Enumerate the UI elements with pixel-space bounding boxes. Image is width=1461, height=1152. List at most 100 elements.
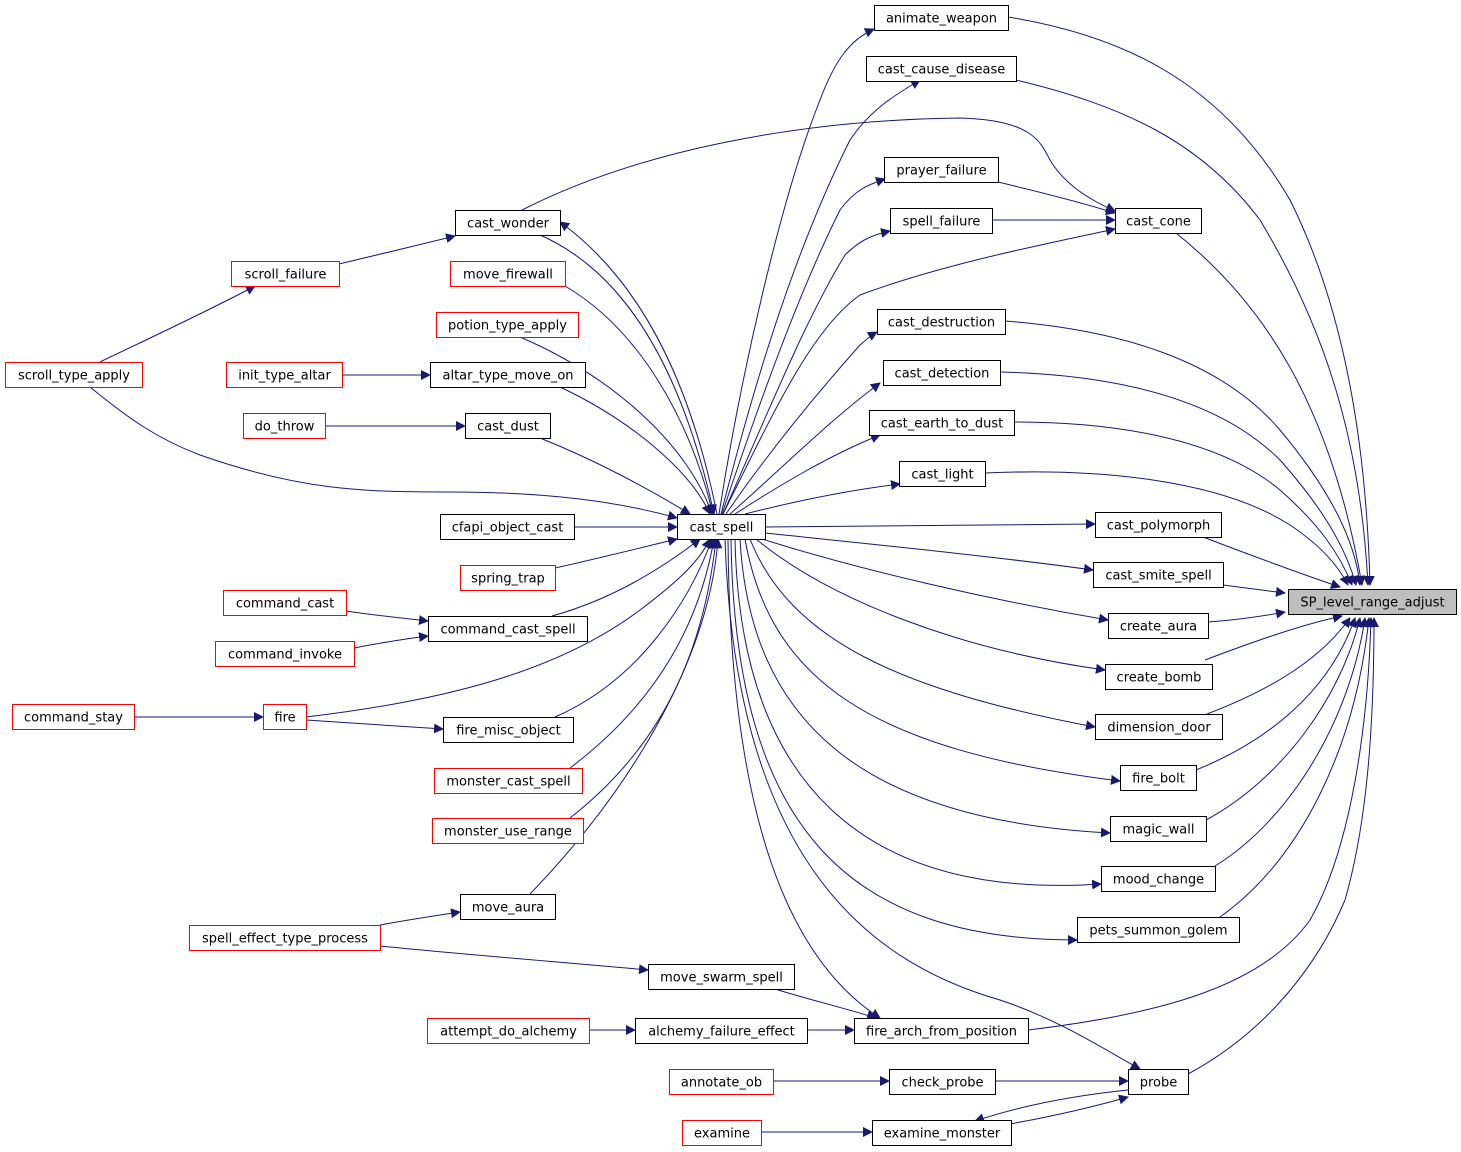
- node-cast-light[interactable]: cast_light: [899, 461, 986, 487]
- node-scroll-failure[interactable]: scroll_failure: [231, 261, 340, 287]
- edge-cast-cone-to-SP-level-range-adjust: [1175, 232, 1366, 586]
- node-dimension-door[interactable]: dimension_door: [1095, 714, 1223, 740]
- node-fire-misc-object[interactable]: fire_misc_object: [443, 717, 574, 743]
- node-move-swarm-spell[interactable]: move_swarm_spell: [648, 964, 795, 990]
- node-monster-cast-spell[interactable]: monster_cast_spell: [434, 768, 583, 794]
- node-probe[interactable]: probe: [1128, 1069, 1189, 1095]
- edge-cast-polymorph-to-SP-level-range-adjust: [1202, 536, 1341, 589]
- edge-scroll-type-apply-to-scroll-failure: [99, 285, 256, 363]
- node-sp-level-range-adjust: SP_level_range_adjust: [1288, 589, 1457, 615]
- node-monster-use-range[interactable]: monster_use_range: [432, 818, 584, 844]
- node-label: mood_change: [1113, 873, 1204, 888]
- edge-cast-spell-to-fire-arch-from-position: [727, 538, 881, 1019]
- node-label: check_probe: [901, 1076, 983, 1091]
- node-layer: SP_level_range_adjust animate_weapon cast_…: [5, 5, 1457, 1146]
- node-fire[interactable]: fire: [263, 704, 307, 730]
- node-label: command_invoke: [228, 648, 342, 663]
- node-spring-trap[interactable]: spring_trap: [460, 565, 556, 591]
- node-alchemy-failure-effect[interactable]: alchemy_failure_effect: [635, 1018, 808, 1044]
- node-box: [434, 768, 583, 794]
- edge-command-invoke-to-command-cast-spell: [353, 632, 429, 649]
- node-spell-effect-type-process[interactable]: spell_effect_type_process: [189, 925, 381, 951]
- node-box: [215, 641, 355, 667]
- edge-scroll-failure-to-cast-wonder: [338, 233, 456, 265]
- node-create-bomb[interactable]: create_bomb: [1105, 664, 1213, 690]
- node-spell-failure[interactable]: spell_failure: [890, 208, 993, 234]
- node-do-throw[interactable]: do_throw: [243, 413, 326, 439]
- edge-create-aura-to-SP-level-range-adjust: [1207, 608, 1286, 623]
- node-cast-spell[interactable]: cast_spell: [677, 514, 766, 540]
- node-create-aura[interactable]: create_aura: [1108, 613, 1209, 639]
- node-label: cast_smite_spell: [1105, 569, 1211, 584]
- node-label: prayer_failure: [896, 164, 986, 179]
- node-label: scroll_type_apply: [18, 369, 130, 384]
- node-fire-bolt[interactable]: fire_bolt: [1120, 765, 1197, 791]
- node-cast-polymorph[interactable]: cast_polymorph: [1095, 512, 1222, 538]
- node-label: command_stay: [24, 711, 123, 726]
- node-label: alchemy_failure_effect: [648, 1025, 795, 1040]
- node-cast-dust[interactable]: cast_dust: [465, 413, 551, 439]
- node-cast-smite-spell[interactable]: cast_smite_spell: [1093, 562, 1224, 588]
- node-box: [1120, 765, 1197, 791]
- node-box: [1115, 208, 1202, 234]
- node-box: [866, 56, 1017, 82]
- node-label: examine: [694, 1127, 750, 1142]
- node-check-probe[interactable]: check_probe: [889, 1069, 996, 1095]
- edge-cast-detection-to-SP-level-range-adjust: [999, 371, 1359, 586]
- node-command-stay[interactable]: command_stay: [12, 704, 135, 730]
- node-init-type-altar[interactable]: init_type_altar: [226, 362, 343, 388]
- node-magic-wall[interactable]: magic_wall: [1110, 816, 1207, 842]
- node-move-aura[interactable]: move_aura: [460, 894, 556, 920]
- node-label: cast_detection: [895, 367, 990, 382]
- edge-spell-effect-type-process-to-move-swarm-spell: [379, 945, 649, 975]
- edge-cast-spell-to-cast-cause-disease: [720, 79, 921, 515]
- node-box: [223, 590, 347, 616]
- node-command-cast-spell[interactable]: command_cast_spell: [428, 616, 588, 642]
- edge-cast-spell-to-create-bomb: [755, 538, 1106, 674]
- node-label: fire: [274, 711, 295, 726]
- node-prayer-failure[interactable]: prayer_failure: [884, 157, 999, 183]
- node-box: [189, 925, 381, 951]
- node-cast-detection[interactable]: cast_detection: [883, 360, 1001, 386]
- node-label: monster_cast_spell: [446, 775, 570, 790]
- node-pets-summon-golem[interactable]: pets_summon_golem: [1077, 917, 1240, 943]
- edge-fire-to-cast-spell: [305, 538, 711, 718]
- node-label: fire_misc_object: [456, 724, 561, 739]
- node-potion-type-apply[interactable]: potion_type_apply: [436, 312, 579, 338]
- node-box: [1077, 917, 1240, 943]
- edge-cast-spell-to-create-aura: [761, 538, 1109, 624]
- edge-prayer-failure-to-cast-cone: [997, 181, 1116, 216]
- node-examine[interactable]: examine: [682, 1120, 762, 1146]
- node-animate-weapon[interactable]: animate_weapon: [874, 5, 1009, 31]
- node-move-firewall[interactable]: move_firewall: [450, 261, 566, 287]
- node-cfapi-object-cast[interactable]: cfapi_object_cast: [440, 514, 575, 540]
- node-label: magic_wall: [1123, 823, 1195, 838]
- edge-cast-spell-to-cast-light: [744, 480, 901, 515]
- edge-cast-spell-to-probe: [724, 538, 1141, 1070]
- node-cast-destruction[interactable]: cast_destruction: [877, 309, 1006, 335]
- node-command-cast[interactable]: command_cast: [223, 590, 347, 616]
- node-cast-earth-to-dust[interactable]: cast_earth_to_dust: [869, 410, 1015, 436]
- node-scroll-type-apply[interactable]: scroll_type_apply: [5, 362, 143, 388]
- node-label: annotate_ob: [681, 1076, 762, 1091]
- edge-cast-spell-to-cast-earth-to-dust: [734, 433, 881, 515]
- node-box: [874, 5, 1009, 31]
- node-altar-type-move-on[interactable]: altar_type_move_on: [430, 362, 586, 388]
- node-cast-wonder[interactable]: cast_wonder: [455, 210, 561, 236]
- node-cast-cone[interactable]: cast_cone: [1115, 208, 1202, 234]
- node-cast-cause-disease[interactable]: cast_cause_disease: [866, 56, 1017, 82]
- node-box: [677, 514, 766, 540]
- node-box: [455, 210, 561, 236]
- node-command-invoke[interactable]: command_invoke: [215, 641, 355, 667]
- node-label: monster_use_range: [444, 825, 572, 840]
- edge-cast-destruction-to-SP-level-range-adjust: [1004, 320, 1364, 586]
- node-attempt-do-alchemy[interactable]: attempt_do_alchemy: [427, 1018, 590, 1044]
- node-label: do_throw: [255, 420, 315, 435]
- node-annotate-ob[interactable]: annotate_ob: [669, 1069, 774, 1095]
- node-mood-change[interactable]: mood_change: [1101, 866, 1216, 892]
- edge-create-bomb-to-SP-level-range-adjust: [1204, 612, 1343, 661]
- node-fire-arch-from-position[interactable]: fire_arch_from_position: [854, 1018, 1029, 1044]
- node-label: cast_dust: [477, 420, 539, 435]
- node-examine-monster[interactable]: examine_monster: [872, 1120, 1012, 1146]
